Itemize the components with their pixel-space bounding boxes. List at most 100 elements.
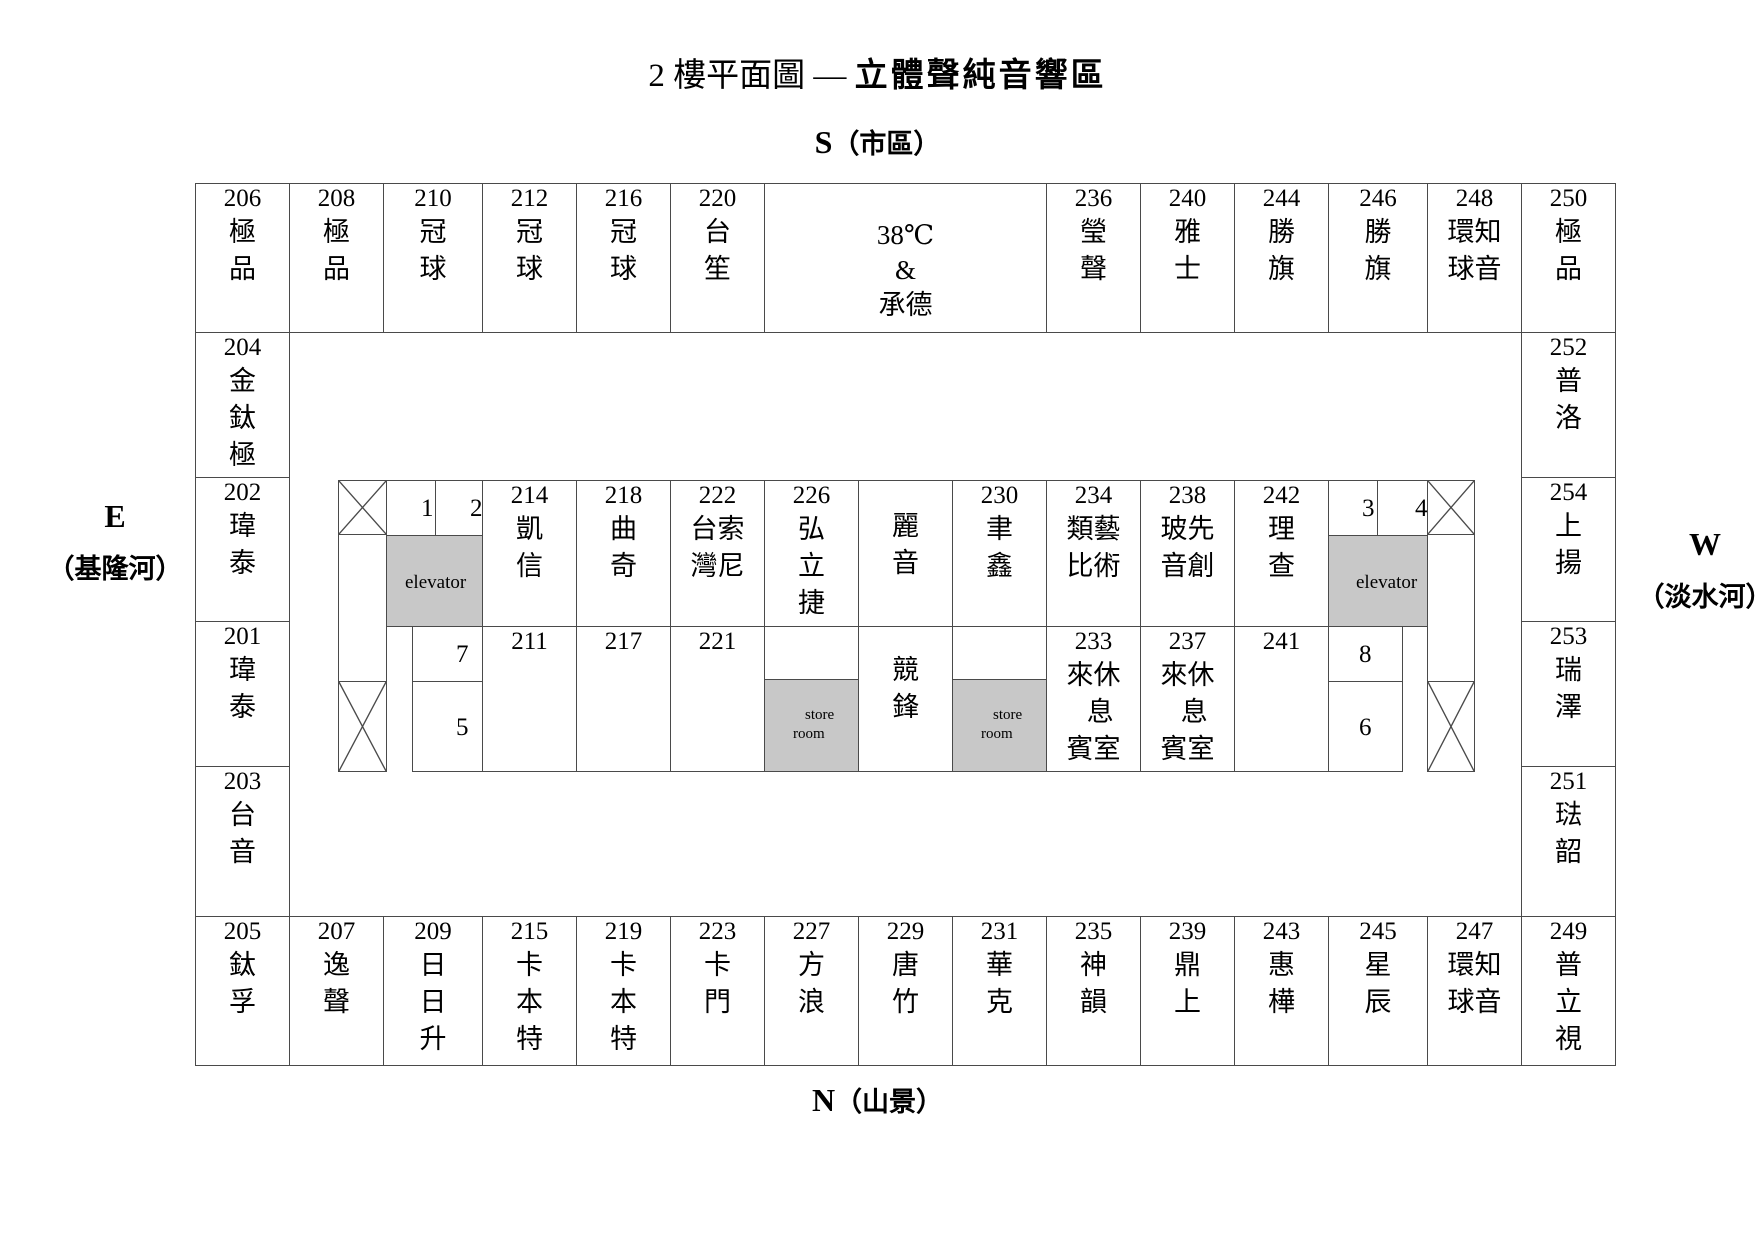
booth-number: 201 — [223, 623, 262, 650]
booth-name: 鼎 上 — [1174, 950, 1201, 1017]
room-5: 5 — [412, 681, 483, 772]
booth-name: 卡 本 特 — [516, 950, 543, 1054]
booth-jingfeng[interactable]: 競 鋒 — [858, 652, 953, 726]
booth-number: 227 — [792, 918, 831, 945]
booth-liyin[interactable]: 麗 音 — [858, 508, 953, 582]
booth-239[interactable]: 239 鼎 上 — [1140, 916, 1235, 1066]
booth-name: 冠 球 — [419, 217, 447, 284]
direction-west: W （淡水河） — [1615, 526, 1755, 614]
elevator[interactable]: elevator — [386, 535, 483, 627]
booth-number: 239 — [1168, 918, 1207, 945]
booth-name: 雅 士 — [1174, 217, 1201, 284]
stair-corridor — [338, 534, 387, 682]
direction-label: （山景） — [835, 1087, 944, 1117]
booth-name: 聿 鑫 — [986, 514, 1013, 581]
booth-number: 229 — [886, 918, 925, 945]
booth-name: 勝 旗 — [1268, 217, 1295, 284]
booth-number: 254 — [1549, 479, 1588, 506]
elevator[interactable]: elevator — [1328, 535, 1428, 627]
booth-name: 凱 信 — [516, 514, 543, 581]
direction-south: S（市區） — [0, 122, 1755, 161]
booth-name: 星 辰 — [1364, 950, 1392, 1017]
stair-corridor — [1427, 534, 1475, 682]
booth-number: 253 — [1549, 623, 1588, 650]
store-room[interactable]: store room — [764, 679, 859, 772]
stairwell-cross — [339, 682, 386, 771]
booth-name: 金 鈦 極 — [229, 366, 256, 470]
booth-221[interactable]: 221 — [670, 626, 765, 772]
booth-number: 243 — [1262, 918, 1301, 945]
booth-name: 弘 立 捷 — [798, 514, 825, 618]
direction-label: （基隆河） — [47, 554, 183, 584]
title-zone: 立體聲純音響區 — [854, 58, 1107, 94]
booth-240[interactable]: 240 雅 士 — [1140, 183, 1235, 333]
store-room[interactable]: store room — [952, 679, 1047, 772]
room-number: 8 — [1359, 641, 1372, 668]
booth-number: 231 — [980, 918, 1019, 945]
room-4: 4 — [1377, 480, 1428, 536]
booth-name: 瑋 泰 — [229, 511, 256, 578]
booth-number: 235 — [1074, 918, 1113, 945]
elevator-label: elevator — [1356, 572, 1418, 593]
booth-name: 瑩 聲 — [1080, 217, 1107, 284]
booth-number: 238 — [1168, 482, 1207, 509]
booth-number: 236 — [1074, 185, 1113, 212]
booth-number: 210 — [414, 185, 452, 212]
booth-name: 普 洛 — [1555, 366, 1582, 433]
booth-number: 248 — [1455, 185, 1494, 212]
booth-name: 環知 球音 — [1447, 950, 1502, 1017]
booth-38-chengde[interactable]: 38℃ & 承德 — [764, 183, 1047, 333]
page-title: 2 樓平面圖 — 立體聲純音響區 — [0, 48, 1755, 96]
direction-letter: N — [811, 1082, 836, 1118]
booth-name: 台索 灣尼 — [690, 514, 745, 581]
booth-210[interactable]: 210 冠 球 — [383, 183, 483, 333]
store-label-line2: room — [981, 726, 1013, 742]
booth-217[interactable]: 217 — [576, 626, 671, 772]
booth-236[interactable]: 236 瑩 聲 — [1046, 183, 1141, 333]
booth-number: 240 — [1168, 185, 1207, 212]
booth-211[interactable]: 211 — [482, 626, 577, 772]
booth-241[interactable]: 241 — [1234, 626, 1329, 772]
